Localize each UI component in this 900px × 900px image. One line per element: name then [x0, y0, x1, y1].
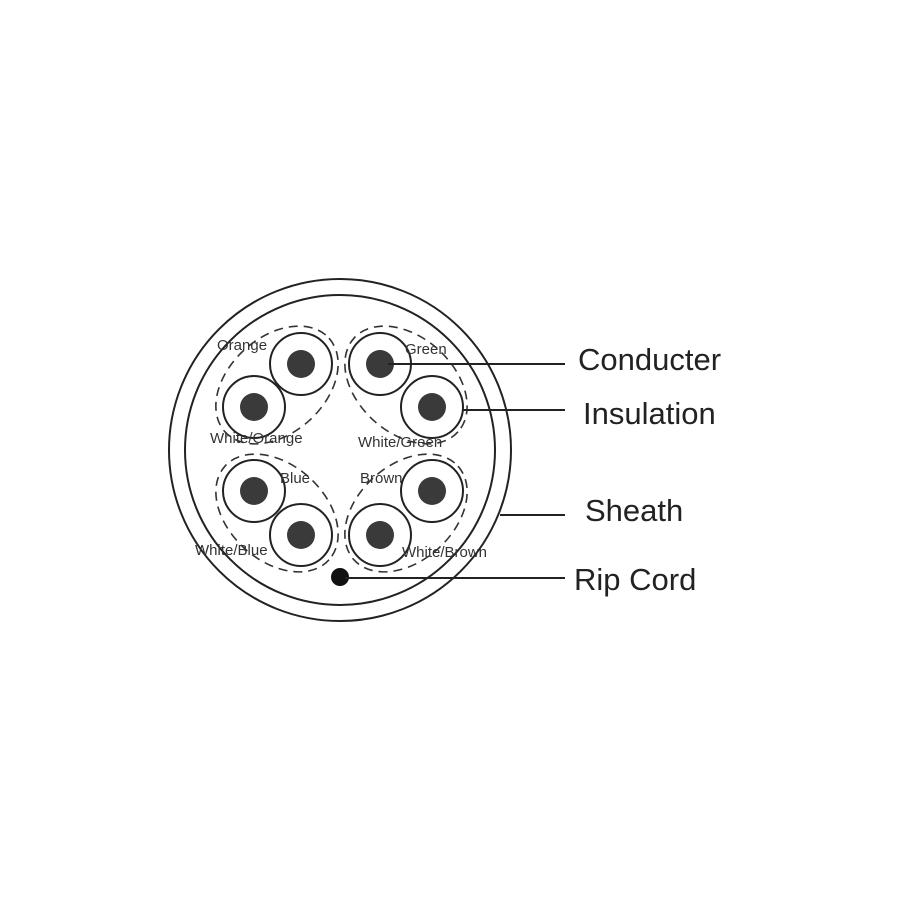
callout-insulation: Insulation [583, 396, 716, 431]
conductor [418, 477, 446, 505]
conductor [366, 350, 394, 378]
conductor [240, 393, 268, 421]
wire-label-brown: Brown [360, 470, 403, 487]
conductor [366, 521, 394, 549]
conductor [287, 521, 315, 549]
wire [400, 459, 464, 523]
wire-label-blue: Blue [280, 470, 310, 487]
wire [222, 375, 286, 439]
wire [269, 503, 333, 567]
wire-label-white-blue: White/Blue [195, 542, 268, 559]
wire-label-orange: Orange [217, 337, 267, 354]
wires [222, 332, 464, 567]
callout-labels: Conducter Insulation Sheath Rip Cord [574, 342, 721, 597]
wire [269, 332, 333, 396]
callout-sheath: Sheath [585, 493, 683, 528]
sheath-inner [184, 294, 496, 606]
rip-cord [331, 568, 349, 586]
leader-lines [345, 363, 565, 579]
wire-labels: Orange Green White/Orange White/Green Bl… [195, 337, 487, 561]
wire-label-white-orange: White/Orange [210, 430, 303, 447]
callout-rip-cord: Rip Cord [574, 562, 696, 597]
wire-label-white-green: White/Green [358, 434, 442, 451]
wire [348, 503, 412, 567]
wire-label-green: Green [405, 341, 447, 358]
callout-conductor: Conducter [578, 342, 721, 377]
conductor [240, 477, 268, 505]
wire [222, 459, 286, 523]
wire [400, 375, 464, 439]
wire-label-white-brown: White/Brown [402, 544, 487, 561]
conductor [418, 393, 446, 421]
sheath-outer [168, 278, 512, 622]
conductor [287, 350, 315, 378]
pair-separators [215, 325, 468, 573]
